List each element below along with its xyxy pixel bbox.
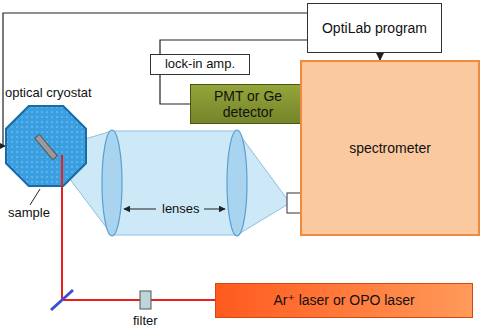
node-text: spectrometer — [345, 140, 435, 156]
mirror — [51, 290, 73, 310]
node-text: OptiLab program — [318, 20, 431, 36]
lens — [227, 130, 247, 236]
part-label: sample — [8, 206, 50, 220]
laser-beam — [61, 185, 63, 300]
filter-element — [140, 291, 151, 309]
detector-box: PMT or Ge detector — [190, 84, 306, 124]
program-box: OptiLab program — [307, 3, 442, 53]
node-text: Ar⁺ laser or OPO laser — [269, 292, 418, 308]
lens-pointer — [124, 209, 156, 210]
node-text: lock-in amp. — [161, 57, 239, 72]
lens-pointer — [204, 209, 225, 210]
laser-box: Ar⁺ laser or OPO laser — [215, 283, 473, 318]
laser-beam — [62, 299, 215, 301]
signal-connector — [160, 75, 190, 104]
amplifier-box: lock-in amp. — [150, 54, 250, 75]
cryostat-outline — [5, 105, 87, 187]
lens — [102, 130, 122, 236]
part-label: filter — [133, 314, 158, 328]
signal-connector — [379, 53, 380, 60]
part-label: lenses — [160, 202, 202, 216]
node-text: PMT or Ge detector — [191, 88, 305, 120]
node-text: optical cryostat — [5, 86, 92, 101]
cryostat-octagon: optical cryostat — [5, 105, 87, 187]
signal-connector — [160, 40, 307, 54]
leader-line — [30, 189, 40, 205]
sample-plate — [35, 134, 58, 159]
spectrometer-box: spectrometer — [300, 60, 480, 236]
